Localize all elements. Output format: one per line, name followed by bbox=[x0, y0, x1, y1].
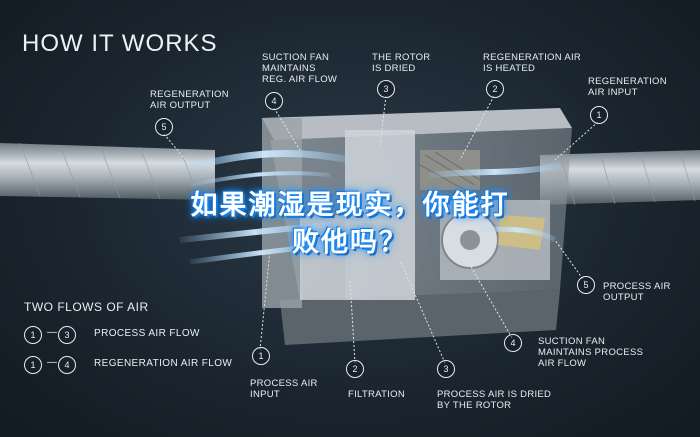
step-4-icon: 4 bbox=[265, 92, 283, 110]
legend-start-icon: 1 bbox=[24, 356, 42, 374]
step-1-icon: 1 bbox=[252, 347, 270, 365]
step-5-icon: 5 bbox=[155, 118, 173, 136]
step-2-icon: 2 bbox=[346, 360, 364, 378]
process-dried-label: PROCESS AIR IS DRIED BY THE ROTOR bbox=[437, 389, 552, 411]
process-output-label: PROCESS AIR OUTPUT bbox=[603, 281, 671, 303]
legend-start-icon: 1 bbox=[24, 326, 42, 344]
legend-label: PROCESS AIR FLOW bbox=[94, 328, 200, 339]
step-4-icon: 4 bbox=[504, 334, 522, 352]
legend-dash: — bbox=[47, 357, 57, 368]
cabinet-left-panel bbox=[262, 118, 302, 308]
process-input-label: PROCESS AIR INPUT bbox=[250, 378, 318, 400]
step-3-icon: 3 bbox=[437, 360, 455, 378]
suction-process-label: SUCTION FAN MAINTAINS PROCESS AIR FLOW bbox=[538, 336, 644, 369]
overlay-headline-line1: 如果潮湿是现实，你能打 bbox=[190, 190, 510, 221]
rotor-housing bbox=[345, 130, 415, 300]
regen-input-label: REGENERATION AIR INPUT bbox=[588, 76, 667, 98]
legend-title: TWO FLOWS OF AIR bbox=[24, 300, 149, 314]
regen-heated-label: REGENERATION AIR IS HEATED bbox=[483, 52, 582, 74]
process-flow-out bbox=[479, 226, 557, 243]
legend-end-icon: 3 bbox=[58, 326, 76, 344]
legend-dash: — bbox=[47, 327, 57, 338]
process-flow-in bbox=[179, 222, 331, 243]
overlay-headline-line2: 败他吗？ bbox=[292, 227, 408, 258]
cabinet-top bbox=[262, 108, 572, 140]
right-duct bbox=[540, 150, 700, 205]
page-title: HOW IT WORKS bbox=[22, 30, 218, 57]
legend-end-icon: 4 bbox=[58, 356, 76, 374]
rotor-dried-label: THE ROTOR IS DRIED bbox=[372, 52, 431, 74]
regen-output-label: REGENERATION AIR OUTPUT bbox=[150, 89, 229, 111]
left-duct bbox=[0, 143, 215, 200]
regen-flow-out bbox=[179, 149, 351, 174]
legend-label: REGENERATION AIR FLOW bbox=[94, 358, 233, 369]
step-1-icon: 1 bbox=[590, 106, 608, 124]
step-2-icon: 2 bbox=[486, 80, 504, 98]
suction-regen-label: SUCTION FAN MAINTAINS REG. AIR FLOW bbox=[262, 52, 338, 85]
cabinet-base bbox=[280, 290, 560, 345]
step-3-icon: 3 bbox=[377, 80, 395, 98]
regen-flow bbox=[429, 162, 561, 178]
filtration-label: FILTRATION bbox=[348, 389, 406, 400]
step-5-icon: 5 bbox=[577, 276, 595, 294]
